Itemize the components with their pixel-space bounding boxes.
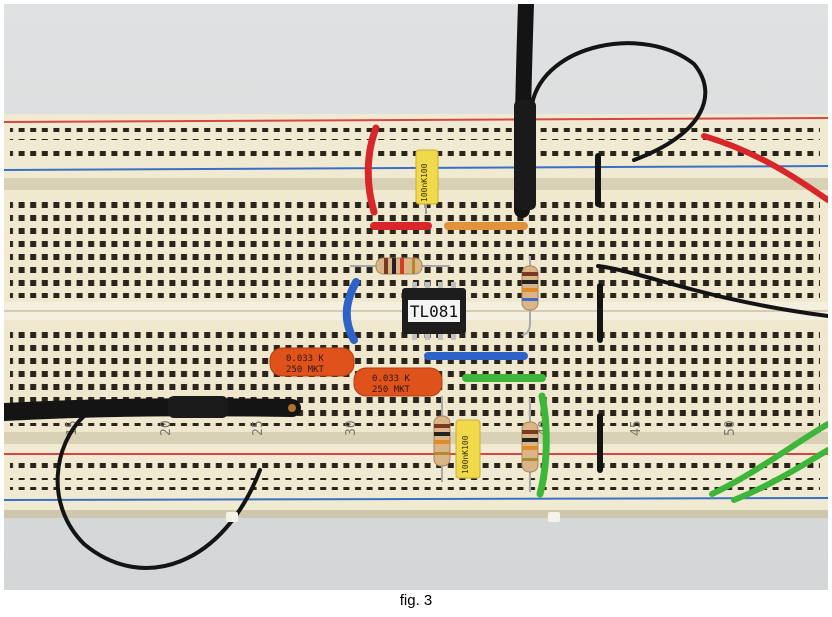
column-number: 20 [159,420,174,436]
mkt-capacitor-left: 0.033 K 250 MKT [269,347,355,377]
green-wire-bottom-right [709,421,828,497]
column-number: 25 [251,420,266,436]
film-capacitor-label: 100nK100 [461,435,470,474]
resistor-vertical-top [521,256,539,336]
column-number: 50 [723,420,738,436]
film-capacitor-label: 100nK100 [420,163,429,202]
column-number: 30 [344,420,359,436]
black-cable-bottom [4,396,301,570]
mkt-capacitor-right: 0.033 K 250 MKT [353,367,443,397]
black-wire-right [596,264,828,318]
resistor-bottom-right [521,398,539,492]
tl081-ic: TL081 [402,282,466,340]
red-jumper-vertical [364,124,380,216]
column-number: 45 [629,420,644,436]
ic-label: TL081 [410,302,458,321]
resistor-horizontal [350,257,450,275]
green-jumper-vertical [536,392,550,498]
board-feet [226,512,560,522]
film-capacitor-top: 100nK100 [415,149,439,214]
red-wire-top-right [701,133,828,203]
mkt-capacitor-label-line1: 0.033 K [286,354,325,364]
black-cable-top [514,4,708,218]
mkt-capacitor-label-line2: 250 MKT [286,365,325,375]
mkt-capacitor-label-line1: 0.033 K [372,374,411,384]
film-capacitor-bottom: 100nK100 [455,419,481,479]
resistor-bottom-left [433,396,451,482]
figure-caption: fig. 3 [399,592,433,609]
blue-jumper-left [342,278,360,344]
jumper-wires [342,124,603,498]
mkt-capacitor-label-line2: 250 MKT [372,385,411,395]
breadboard-photo: 15 20 25 30 40 45 50 100nK100 [4,4,828,590]
